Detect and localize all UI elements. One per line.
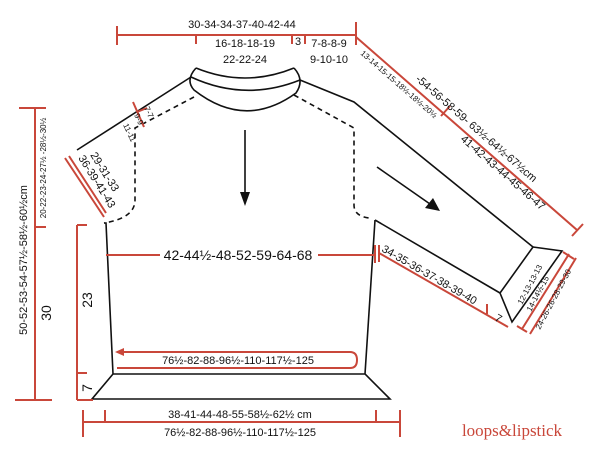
sleeve-total-length-label: -54-56-58-59- 63½-64½-67½cm	[413, 73, 539, 185]
sleeve-arrow	[376, 166, 431, 205]
body-length-label: 30	[38, 305, 54, 321]
sleeve-lower	[374, 219, 501, 294]
round-circumference-label: 76½-82-88-96½-110-117½-125	[162, 355, 314, 367]
left-raglan	[76, 76, 192, 151]
raglan-label-3: 11-11	[121, 122, 138, 144]
length-dimensions: 50-52-53-54-57½-58½-60½cm 20-22-23-24-27…	[15, 107, 95, 401]
back-neck-label-1: 16-18-18-19	[215, 38, 275, 50]
yoke-depth-label: 20-22-23-24-27½ -28½-30½	[39, 117, 48, 218]
yoke-width-label: 30-34-34-37-40-42-44	[188, 19, 296, 31]
sweater-outline	[76, 67, 564, 400]
cuff-rib-label: 7	[493, 312, 504, 325]
brand-logo: loops&lipstick	[462, 421, 563, 440]
hem-width-label: 38-41-44-48-55-58½-62½ cm	[168, 409, 312, 421]
front-raglan-dashed	[103, 94, 370, 224]
gap-label: 3	[295, 36, 301, 48]
raglan-dimensions: 7-7 9-9 11-11 29-31-33 36-39-41-43	[64, 101, 155, 218]
sleeve-arrow-head	[425, 198, 440, 211]
right-raglan-sleeve-top	[299, 79, 534, 248]
collar	[189, 67, 301, 112]
body-straight-label: 23	[79, 292, 95, 308]
shoulder-label-2: 9-10-10	[310, 54, 348, 66]
shoulder-label-1: 7-8-8-9	[311, 38, 346, 50]
hem-dimension: 38-41-44-48-55-58½-62½ cm 76½-82-88-96½-…	[82, 409, 401, 439]
total-length-label: 50-52-53-54-57½-58½-60½cm	[18, 185, 30, 335]
body-width-label: 42-44½-48-52-59-64-68	[164, 247, 313, 263]
yoke-width-dimension: 30-34-34-37-40-42-44 16-18-18-19 22-22-2…	[116, 19, 357, 66]
underarm-length-label: 34-35-36-37-38-39-40	[380, 243, 479, 307]
down-arrow-head	[240, 192, 250, 206]
sleeve-dimensions: 13-14-15-15-18½-18½-20½ -54-56-58-59- 63…	[355, 36, 584, 335]
back-neck-label-2: 22-22-24	[223, 54, 267, 66]
cuff	[499, 246, 564, 324]
hem-circumference-label: 76½-82-88-96½-110-117½-125	[164, 427, 316, 439]
rib-length-label: 7	[79, 384, 95, 392]
body-width-dimension: 42-44½-48-52-59-64-68 76½-82-88-96½-110-…	[106, 245, 376, 369]
